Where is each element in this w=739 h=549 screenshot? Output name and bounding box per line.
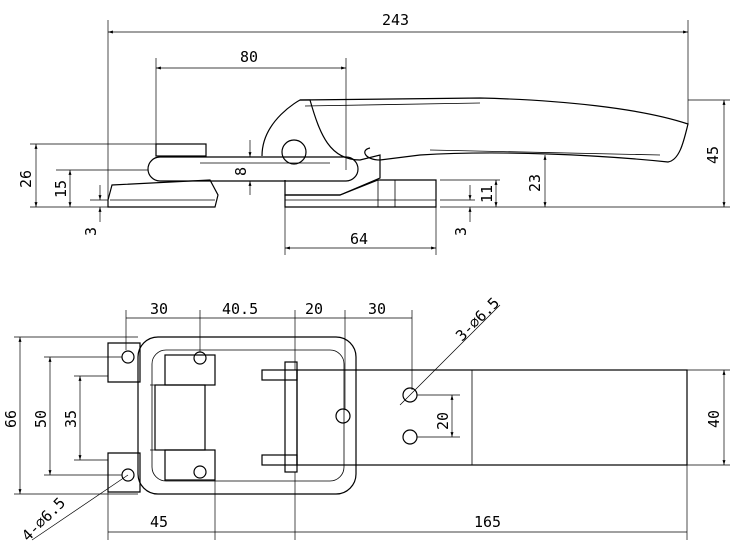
dim-45: 45 (704, 146, 722, 164)
dim-3-right: 3 (452, 227, 470, 236)
dim-23: 23 (526, 174, 544, 192)
dim-3-left: 3 (82, 227, 100, 236)
dim-holes-4: 4-⌀6.5 (18, 494, 69, 545)
base-plate-left (107, 179, 219, 208)
upper-block (155, 143, 207, 157)
dim-20-a: 20 (305, 300, 323, 318)
dim-80: 80 (240, 48, 258, 66)
dim-15: 15 (52, 180, 70, 198)
base-plate-right (284, 179, 437, 208)
dim-11: 11 (478, 185, 496, 203)
top-view: 30 40.5 20 30 3-⌀6.5 4-⌀6.5 66 50 35 20 (2, 294, 730, 545)
dim-35: 35 (62, 410, 80, 428)
dim-50: 50 (32, 410, 50, 428)
ear-bottom (107, 452, 141, 493)
dim-26: 26 (17, 170, 35, 188)
outer-frame (137, 336, 357, 495)
link-plate-top (164, 354, 216, 386)
ear-top (107, 342, 141, 383)
dim-40-5: 40.5 (222, 300, 258, 318)
dim-20-b: 20 (434, 412, 452, 430)
dim-40: 40 (705, 410, 723, 428)
dim-165: 165 (474, 513, 501, 531)
dim-243: 243 (382, 11, 409, 29)
dim-45-bottom: 45 (150, 513, 168, 531)
handle-lever (299, 97, 689, 163)
dim-30-b: 30 (368, 300, 386, 318)
pivot-body (261, 99, 381, 196)
dim-64: 64 (350, 230, 368, 248)
link-plate-bottom (164, 449, 216, 481)
dim-holes-3: 3-⌀6.5 (452, 294, 503, 345)
side-view: 243 80 64 45 23 11 3 26 (17, 11, 730, 255)
handle-body (296, 369, 688, 466)
pivot-pin (281, 139, 307, 165)
dim-8: 8 (232, 167, 250, 176)
dim-30-a: 30 (150, 300, 168, 318)
dim-66: 66 (2, 410, 20, 428)
link-rod (147, 156, 359, 182)
